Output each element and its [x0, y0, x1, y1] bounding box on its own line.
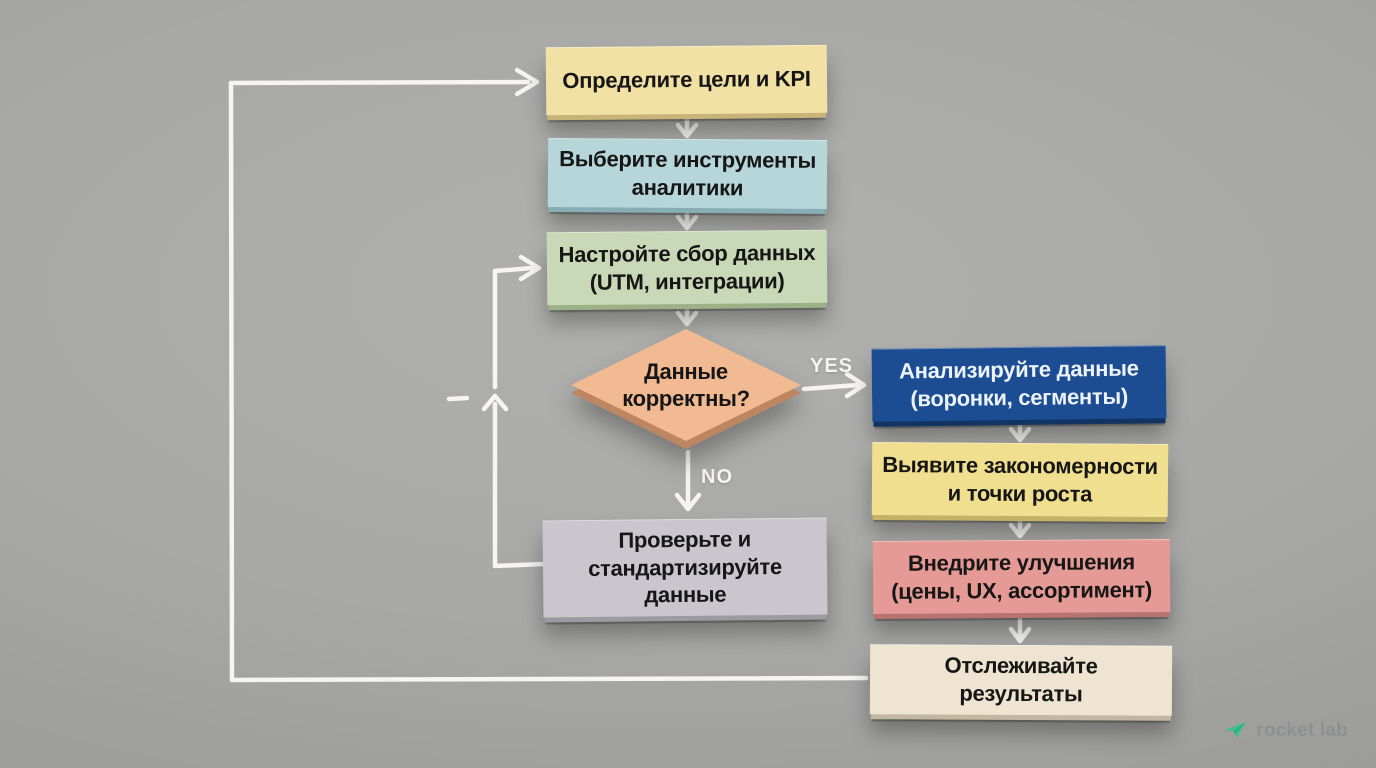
node-goals-line: Определите цели и KPI — [562, 66, 811, 94]
node-tools: Выберите инструменты аналитики — [547, 138, 828, 209]
node-collect-line: (UTM, интеграции) — [589, 267, 785, 295]
node-analyze: Анализируйте данные (воронки, сегменты) — [871, 345, 1167, 422]
arrow-analyze-to-patterns — [1008, 422, 1032, 443]
node-standardize-line: данные — [644, 581, 727, 608]
arrow-yes — [801, 371, 867, 399]
node-patterns-line: и точки роста — [947, 479, 1093, 507]
node-improve-line: (цены, UX, ассортимент) — [891, 576, 1153, 604]
node-standardize-line: стандартизируйте — [587, 553, 782, 581]
node-improve: Внедрите улучшения (цены, UX, ассортимен… — [872, 538, 1171, 615]
rocket-lab-logo: rocket lab — [1224, 720, 1348, 742]
arrow-goals-to-tools — [675, 114, 699, 139]
arrow-standardize-to-collect — [446, 254, 546, 569]
node-decision-line: корректны? — [622, 386, 750, 411]
node-standardize: Проверьте и стандартизируйте данные — [542, 517, 828, 618]
node-collect-line: Настройте сбор данных — [558, 239, 816, 267]
node-analyze-line: (воронки, сегменты) — [910, 383, 1129, 411]
node-analyze-line: Анализируйте данные — [898, 355, 1139, 384]
label-no: NO — [701, 466, 733, 488]
arrow-collect-to-decision — [675, 304, 699, 327]
decision-diamond-face: Данные корректны? — [571, 329, 801, 441]
arrow-no — [674, 449, 702, 512]
node-goals: Определите цели и KPI — [545, 44, 828, 116]
arrow-track-to-goals — [228, 67, 869, 683]
node-decision: Данные корректны? — [571, 329, 801, 449]
node-tools-line: аналитики — [631, 174, 744, 200]
node-tools-line: Выберите инструменты — [559, 145, 817, 173]
node-track-line: Отслеживайте — [944, 652, 1098, 679]
node-decision-line: Данные — [644, 358, 728, 384]
arrow-patterns-to-improve — [1008, 518, 1032, 539]
node-collect: Настройте сбор данных (UTM, интеграции) — [546, 229, 828, 306]
node-track: Отслеживайте результаты — [869, 644, 1173, 716]
arrow-improve-to-track — [1008, 615, 1032, 644]
logo-text: rocket lab — [1256, 720, 1348, 741]
label-yes: YES — [810, 355, 854, 377]
node-patterns: Выявите закономерности и точки роста — [871, 441, 1169, 518]
node-standardize-line: Проверьте и — [618, 526, 752, 553]
node-track-line: результаты — [959, 680, 1083, 707]
node-improve-line: Внедрите улучшения — [907, 548, 1135, 576]
arrow-tools-to-collect — [675, 208, 699, 231]
node-patterns-line: Выявите закономерности — [882, 451, 1158, 479]
rocket-paper-plane-icon — [1225, 722, 1247, 738]
